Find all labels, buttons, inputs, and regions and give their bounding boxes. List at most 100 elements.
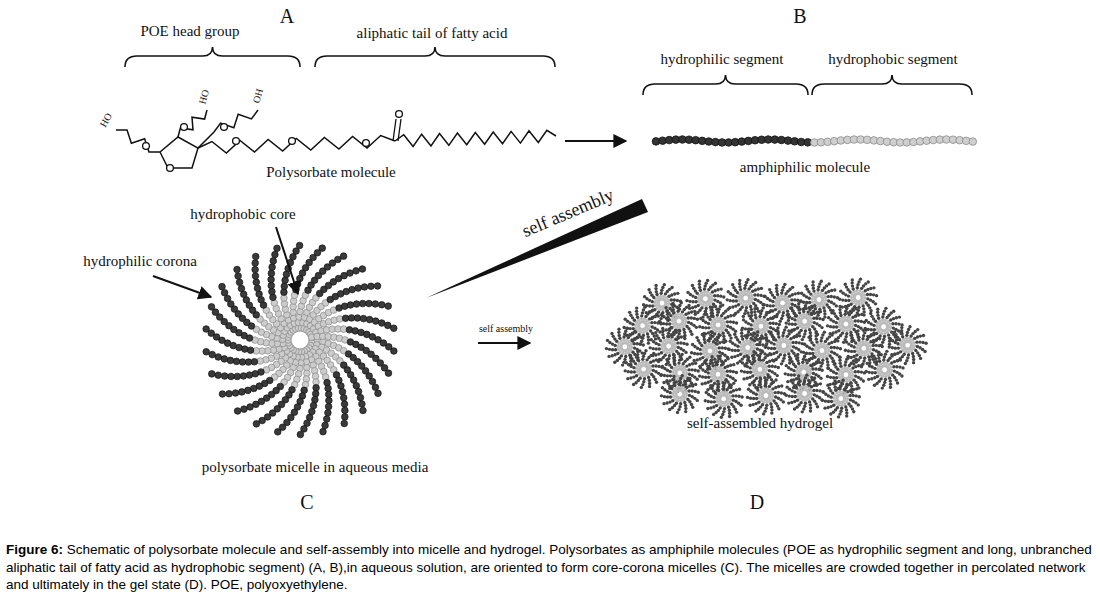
drawing-part (390, 325, 397, 332)
drawing-part (312, 390, 319, 397)
drawing-part (393, 119, 401, 141)
drawing-part (143, 143, 150, 150)
drawing-part (232, 390, 239, 397)
drawing-part (355, 285, 362, 292)
drawing-part (784, 373, 824, 413)
brace-label: hydrophobic segment (828, 51, 958, 68)
panel-letter: B (793, 5, 806, 28)
drawing-part (372, 301, 379, 308)
drawing-part (325, 391, 332, 398)
drawing-part (247, 404, 254, 411)
drawing-part (296, 242, 303, 249)
drawing-part (219, 283, 226, 290)
drawing-part (269, 264, 276, 271)
drawing-part (254, 285, 261, 292)
drawing-part (153, 276, 211, 297)
drawing-part (283, 271, 290, 278)
drawing-part (565, 140, 626, 142)
drawing-part (888, 325, 928, 365)
drawing-part (246, 372, 253, 379)
drawing-part (252, 370, 259, 377)
callout-label: hydrophobic core (190, 206, 295, 223)
drawing-part (340, 395, 347, 402)
drawing-part (341, 414, 348, 421)
drawing-part (228, 373, 235, 380)
atom-label: HO (197, 89, 212, 106)
drawing-part (160, 137, 198, 168)
drawing-part (252, 260, 259, 267)
drawing-part (219, 391, 226, 398)
drawing-part (385, 303, 392, 310)
figure-label: amphiphilic molecule (740, 159, 870, 176)
brace-label: hydrophilic segment (661, 51, 784, 68)
drawing-part (125, 47, 300, 67)
drawing-part (215, 354, 222, 361)
drawing-part (359, 266, 366, 273)
drawing-part (339, 388, 346, 395)
drawing-part (269, 288, 276, 295)
drawing-part (395, 130, 556, 146)
drawing-part (323, 416, 330, 423)
figure-label: Polysorbate molecule (266, 164, 396, 181)
drawing-part (690, 331, 730, 371)
arrow-label: self assembly (519, 184, 617, 241)
drawing-part (234, 408, 241, 415)
drawing-part (354, 315, 361, 322)
drawing-part (234, 266, 241, 273)
drawing-part (178, 110, 207, 137)
drawing-part (268, 270, 275, 277)
drawing-part (221, 373, 228, 380)
drawing-part (312, 396, 319, 403)
drawing-part (342, 407, 349, 414)
figure-label: self-assembled hydrogel (687, 415, 833, 432)
drawing-part (368, 283, 375, 290)
drawing-part (227, 357, 234, 364)
drawing-part (844, 328, 884, 368)
drawing-part (326, 397, 333, 404)
drawing-part (325, 403, 332, 410)
drawing-part (310, 402, 317, 409)
drawing-part (238, 389, 245, 396)
drawing-part (268, 276, 275, 283)
drawing-part (319, 245, 326, 252)
drawing-part (268, 282, 275, 289)
drawing-part (826, 355, 866, 395)
drawing-part (605, 277, 928, 419)
drawing-part (221, 356, 228, 363)
figure-label: polysorbate micelle in aqueous media (190, 459, 440, 476)
brace-label: aliphatic tail of fatty acid (357, 25, 508, 42)
drawing-part (315, 47, 555, 67)
panel-letter: A (280, 5, 294, 28)
drawing-part (276, 227, 298, 294)
drawing-part (167, 165, 174, 172)
drawing-part (374, 283, 381, 290)
drawing-part (226, 390, 233, 397)
drawing-part (252, 273, 259, 280)
drawing-part (241, 406, 248, 413)
drawing-part (812, 75, 972, 95)
drawing-part (385, 370, 392, 377)
drawing-part (325, 410, 332, 417)
drawing-part (252, 253, 259, 260)
drawing-part (274, 429, 281, 436)
callout-label: hydrophilic corona (83, 253, 197, 270)
atom-label: HO (97, 111, 114, 129)
drawing-part (366, 316, 373, 323)
drawing-part (355, 388, 362, 395)
drawing-part (746, 376, 786, 416)
drawing-part (253, 279, 260, 286)
drawing-part (245, 359, 252, 366)
drawing-part (359, 300, 366, 307)
drawing-part (864, 350, 904, 390)
drawing-part (391, 348, 398, 355)
drawing-part (322, 422, 329, 429)
drawing-part (821, 378, 861, 418)
drawing-part (240, 373, 247, 380)
drawing-part (234, 373, 241, 380)
drawing-part (116, 110, 556, 171)
drawing-part (826, 304, 866, 344)
drawing-part (274, 245, 281, 252)
drawing-part (478, 342, 530, 344)
